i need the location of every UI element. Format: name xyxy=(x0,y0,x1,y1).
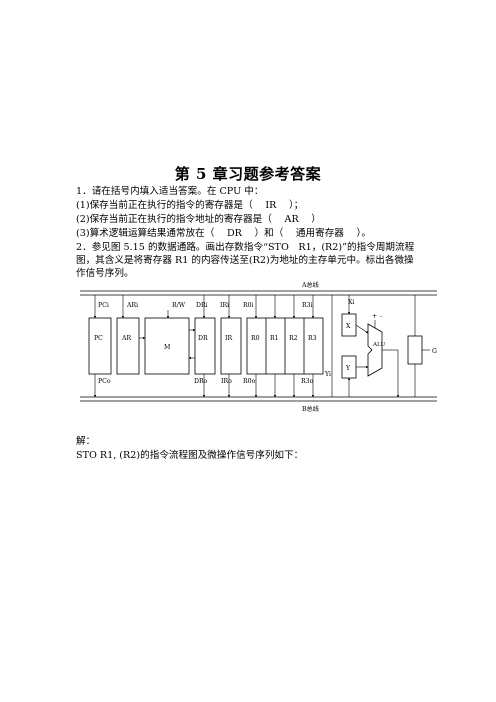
signal-dr-in: DRi xyxy=(196,302,208,309)
answer-heading: 解： xyxy=(76,436,96,447)
general-register-file xyxy=(246,317,324,375)
datapath-diagram: A总线 B总线 PC PCi PCo AR ARi M R/W xyxy=(80,278,440,418)
answer-text: STO R1, (R2)的指令流程图及微操作信号序列如下： xyxy=(76,450,304,461)
question-2-line-2: 图，其含义是将寄存器 R1 的内容传送至(R2)为地址的主存单元中。标出各微操 xyxy=(76,255,414,266)
g-gate xyxy=(407,335,423,365)
alu-op-add: + xyxy=(372,313,377,320)
signal-y-in: Yi xyxy=(324,371,331,378)
g-label: G xyxy=(432,348,437,355)
signal-r3-in: R3i xyxy=(302,302,313,309)
signal-r3-out: R3o xyxy=(301,378,314,385)
ir-register xyxy=(220,317,242,375)
ar-register xyxy=(116,317,140,375)
question-1-item-3: (3)算术逻辑运算结果通常放在（ DR ）和（ 通用寄存器 ）。 xyxy=(76,228,371,239)
signal-pc-out: PCo xyxy=(98,378,111,385)
signal-pc-in: PCi xyxy=(98,302,109,309)
question-1-item-2: (2)保存当前正在执行的指令地址的寄存器是（ AR ） xyxy=(76,214,321,225)
ir-label: IR xyxy=(225,335,232,342)
bus-b-label: B总线 xyxy=(302,405,319,413)
page-title: 第 5 章习题参考答案 xyxy=(174,165,322,183)
x-label: X xyxy=(346,323,351,330)
signal-r0-out: R0o xyxy=(243,378,256,385)
question-2-line-3: 作信号序列。 xyxy=(76,268,134,279)
dr-register xyxy=(194,317,216,375)
bus-a-label: A总线 xyxy=(301,281,319,289)
question-1-item-1: (1)保存当前正在执行的指令的寄存器是（ IR ）； xyxy=(76,200,304,211)
y-label: Y xyxy=(345,365,351,372)
question-2-line-1: 2．参见图 5.15 的数据通路。画出存数指令“STO R1，(R2)”的指令周… xyxy=(76,242,415,253)
bus-b xyxy=(80,396,437,402)
pc-label: PC xyxy=(94,335,103,342)
alu-op-sub: - xyxy=(380,313,382,320)
question-1: 1．请在括号内填入适当答案。在 CPU 中： xyxy=(76,186,264,197)
dr-label: DR xyxy=(198,335,208,342)
signal-x-in: Xi xyxy=(348,299,354,306)
r3-label: R3 xyxy=(308,335,317,342)
r0-label: R0 xyxy=(251,335,260,342)
r1-label: R1 xyxy=(270,335,279,342)
ar-label: AR xyxy=(121,335,131,342)
bus-a xyxy=(80,290,437,296)
signal-dr-out: DRo xyxy=(194,378,208,385)
alu-unit xyxy=(367,323,383,377)
signal-r0-in: R0i xyxy=(243,302,254,309)
pc-register xyxy=(88,317,112,375)
memory-label: M xyxy=(164,344,171,351)
signal-ir-in: IRi xyxy=(220,302,229,309)
r2-label: R2 xyxy=(289,335,298,342)
signal-ar-in: ARi xyxy=(126,302,138,309)
signal-read-write: R/W xyxy=(172,302,186,309)
signal-ir-out: IRo xyxy=(221,378,232,385)
alu-label: ALU xyxy=(372,342,385,348)
